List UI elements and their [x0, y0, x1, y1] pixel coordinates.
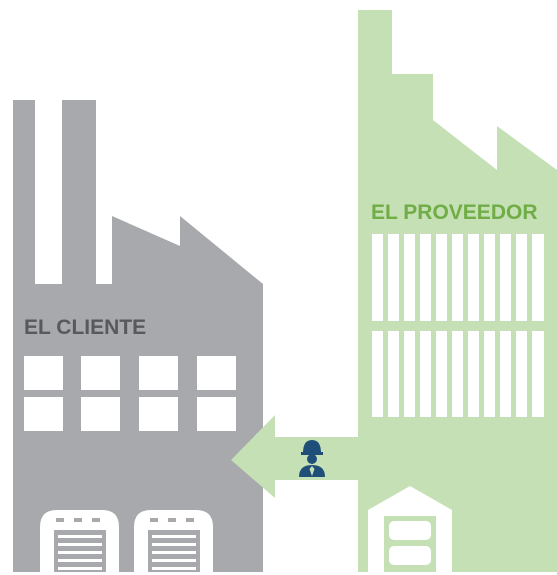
- garage-door-icon: [40, 510, 119, 572]
- client-window: [139, 397, 178, 431]
- client-building: [13, 216, 263, 572]
- warehouse-icon: [368, 486, 452, 572]
- client-chimney-left: [13, 100, 35, 300]
- client-window: [197, 397, 236, 431]
- client-label: EL CLIENTE: [24, 316, 146, 339]
- client-window: [81, 397, 120, 431]
- arrow-left-icon: [231, 415, 358, 498]
- worker-with-hardhat-icon: [299, 440, 325, 477]
- supplier-window-grid-top: [372, 234, 544, 321]
- supplier-label: EL PROVEEDOR: [371, 201, 537, 224]
- client-factory: EL CLIENTE: [13, 100, 263, 572]
- client-window: [81, 356, 120, 390]
- client-window: [24, 397, 63, 431]
- client-chimney-right: [62, 100, 96, 300]
- garage-door-icon: [134, 510, 213, 572]
- client-window: [197, 356, 236, 390]
- client-window: [139, 356, 178, 390]
- supplier-factory: EL PROVEEDOR: [358, 10, 557, 572]
- client-window: [24, 356, 63, 390]
- supplier-window-grid-bottom: [372, 331, 544, 417]
